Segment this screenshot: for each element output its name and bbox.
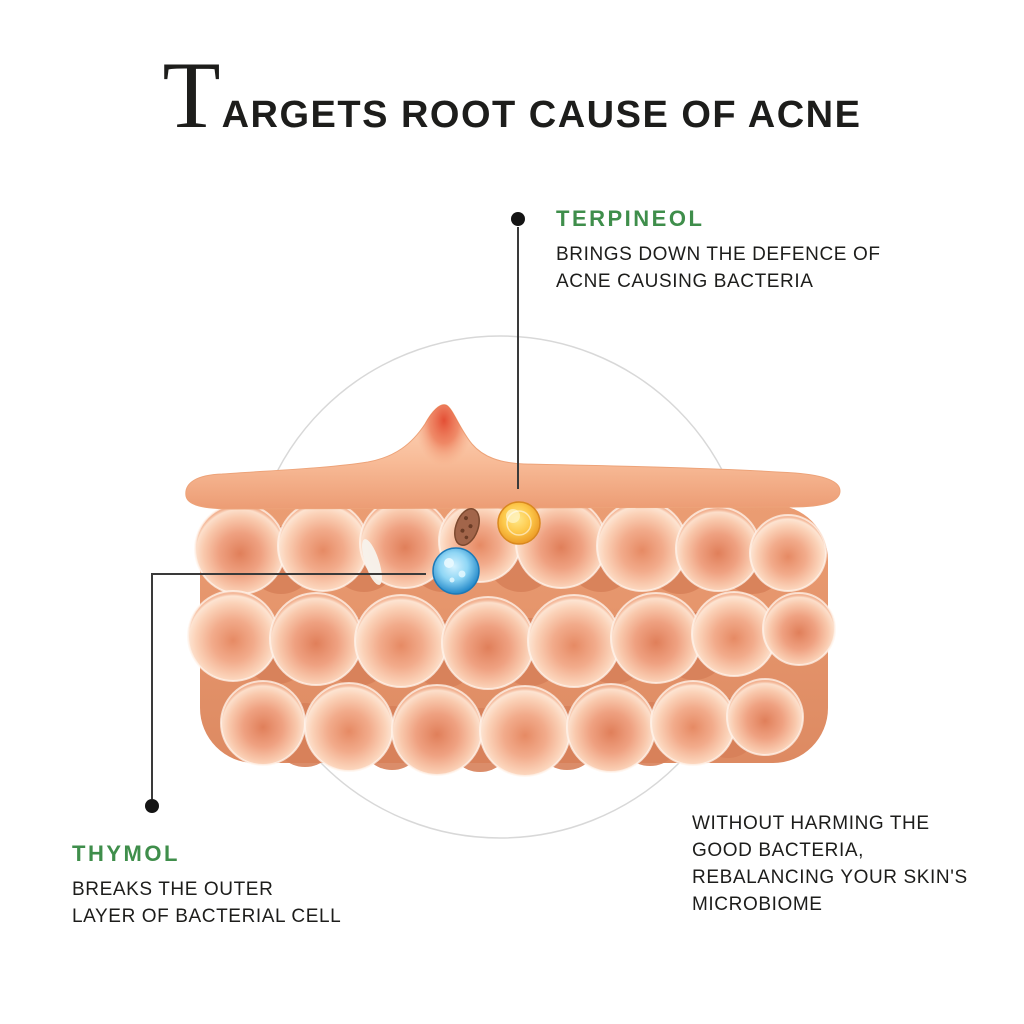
terpineol-molecule-icon [497, 501, 541, 545]
skin-surface [185, 404, 841, 510]
terpineol-callout-dot [511, 212, 525, 226]
thymol-line-2: LAYER OF BACTERIAL CELL [72, 906, 342, 927]
acne-bacteria-icon [454, 508, 480, 546]
terpineol-heading: TERPINEOL [556, 206, 705, 231]
thymol-heading: THYMOL [72, 841, 180, 866]
note-line-3: REBALANCING YOUR SKIN'S [692, 867, 968, 888]
microbiome-note: WITHOUT HARMING THE GOOD BACTERIA, REBAL… [692, 810, 968, 918]
terpineol-line-2: ACNE CAUSING BACTERIA [556, 271, 814, 292]
note-line-2: GOOD BACTERIA, [692, 840, 865, 861]
callout-lines [151, 227, 519, 799]
note-line-4: MICROBIOME [692, 894, 823, 915]
thymol-callout-dot [145, 799, 159, 813]
note-line-1: WITHOUT HARMING THE [692, 813, 930, 834]
pimple-bump [414, 404, 474, 471]
cell-row-3 [220, 678, 804, 777]
thymol-line-1: BREAKS THE OUTER [72, 879, 274, 900]
terpineol-callout: TERPINEOL BRINGS DOWN THE DEFENCE OF ACN… [556, 206, 881, 295]
title-dropcap: T [162, 42, 221, 148]
terpineol-line-1: BRINGS DOWN THE DEFENCE OF [556, 244, 881, 265]
cell-block [187, 497, 836, 777]
thymol-callout: THYMOL BREAKS THE OUTER LAYER OF BACTERI… [72, 841, 341, 930]
title-rest: ARGETS ROOT CAUSE OF ACNE [221, 94, 862, 136]
cell-row-2 [187, 590, 836, 690]
thymol-leader-line [151, 573, 426, 799]
thymol-molecule-icon [432, 547, 480, 595]
